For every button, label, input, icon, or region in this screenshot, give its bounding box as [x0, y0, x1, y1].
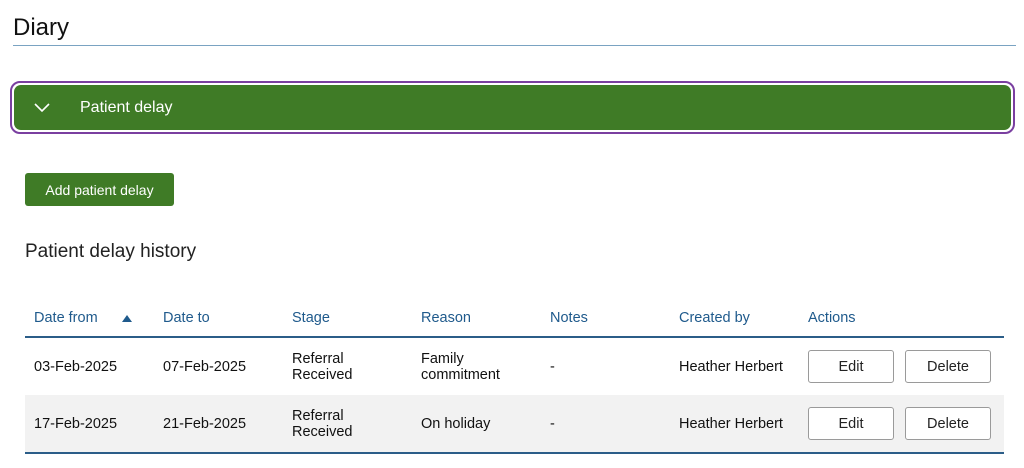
cell-date-to: 07-Feb-2025	[163, 358, 247, 375]
delete-button[interactable]: Delete	[905, 350, 991, 383]
cell-actions: Edit Delete	[799, 337, 1004, 395]
cell-stage-line: Received	[292, 423, 353, 440]
history-heading: Patient delay history	[25, 241, 197, 262]
column-header-notes[interactable]: Notes	[541, 300, 670, 338]
column-header-date-to[interactable]: Date to	[154, 300, 283, 338]
chevron-down-icon	[32, 98, 52, 118]
cell-created-by: Heather Herbert	[679, 358, 783, 375]
patient-delay-history-table: Date from Date to Stage Reason Notes Cre…	[25, 300, 1004, 454]
cell-notes: -	[550, 358, 555, 375]
cell-reason-line: commitment	[421, 366, 500, 383]
add-patient-delay-button[interactable]: Add patient delay	[25, 173, 174, 206]
delete-button[interactable]: Delete	[905, 407, 991, 440]
accordion-title: Patient delay	[80, 98, 173, 116]
table-header-row: Date from Date to Stage Reason Notes Cre…	[25, 300, 1004, 338]
sort-ascending-icon	[121, 310, 132, 326]
column-header-created-by[interactable]: Created by	[670, 300, 799, 338]
column-header-actions: Actions	[799, 300, 1004, 338]
cell-notes: -	[541, 395, 670, 454]
page-title: Diary	[13, 14, 70, 41]
edit-button[interactable]: Edit	[808, 350, 894, 383]
column-header-stage[interactable]: Stage	[283, 300, 412, 338]
cell-date-to: 21-Feb-2025	[154, 395, 283, 454]
cell-stage-line: Referral	[292, 350, 344, 367]
accordion-header[interactable]: Patient delay	[14, 85, 1011, 130]
edit-button[interactable]: Edit	[808, 407, 894, 440]
patient-delay-accordion: Patient delay	[10, 81, 1015, 134]
column-header-label: Date from	[34, 309, 98, 326]
cell-actions: Edit Delete	[799, 395, 1004, 454]
cell-reason: On holiday	[412, 395, 541, 454]
cell-date-from: 17-Feb-2025	[25, 395, 154, 454]
cell-stage-line: Received	[292, 366, 353, 383]
cell-date-from: 03-Feb-2025	[34, 358, 118, 375]
column-header-reason[interactable]: Reason	[412, 300, 541, 338]
cell-stage-line: Referral	[292, 407, 344, 424]
column-header-date-from[interactable]: Date from	[25, 300, 154, 338]
cell-created-by: Heather Herbert	[670, 395, 799, 454]
title-divider	[13, 45, 1016, 46]
cell-reason-line: Family	[421, 350, 464, 367]
